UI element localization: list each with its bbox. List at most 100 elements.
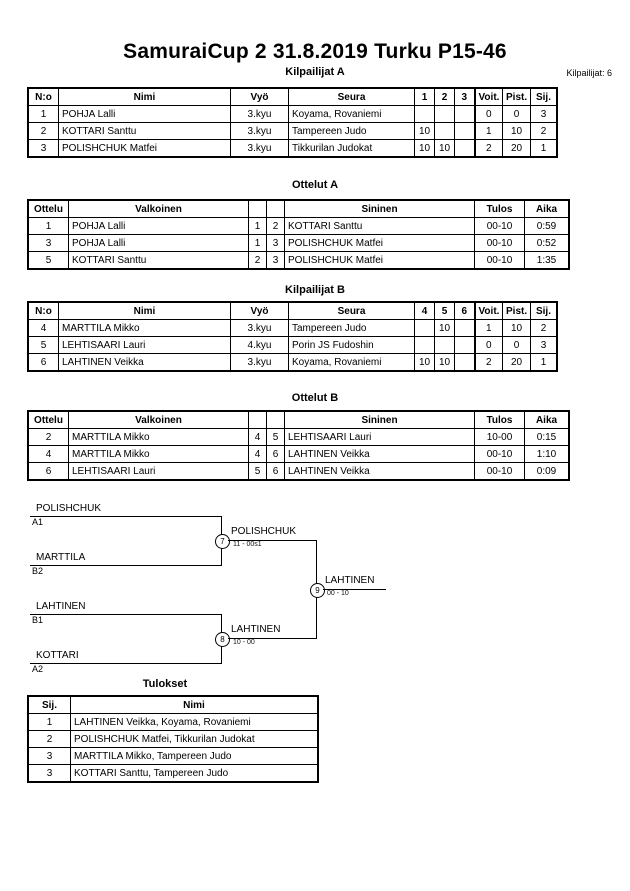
col-match-2: 2 bbox=[434, 88, 455, 106]
cell-belt: 4.kyu bbox=[230, 336, 289, 354]
cell-score bbox=[454, 122, 475, 140]
cell-score bbox=[414, 319, 435, 337]
cell-rank: 1 bbox=[28, 713, 71, 731]
bracket-entrant-name: LAHTINEN bbox=[36, 601, 86, 612]
cell-blue-name: LEHTISAARI Lauri bbox=[284, 428, 475, 446]
section-title-matches-a: Ottelut A bbox=[291, 179, 339, 191]
bracket-winner-name: LAHTINEN bbox=[231, 624, 281, 635]
cell-score bbox=[454, 319, 475, 337]
cell-no: 2 bbox=[28, 122, 59, 140]
bracket-match-node-8[interactable]: 8 bbox=[215, 632, 230, 647]
cell-name: KOTTARI Santtu bbox=[58, 122, 231, 140]
table-row: 1 POHJA Lalli 3.kyu Koyama, Rovaniemi 0 … bbox=[28, 105, 557, 123]
bracket-connector bbox=[30, 565, 222, 566]
elimination-bracket: POLISHCHUK A1 MARTTILA B2 7 POLISHCHUK 1… bbox=[0, 495, 630, 674]
page-title: SamuraiCup 2 31.8.2019 Turku P15-46 bbox=[123, 40, 507, 63]
cell-blue-name: POLISHCHUK Matfei bbox=[284, 234, 475, 252]
col-rank: Sij. bbox=[530, 88, 557, 106]
col-wins: Voit. bbox=[473, 302, 503, 320]
cell-blue-no: 5 bbox=[266, 428, 285, 446]
bracket-connector bbox=[30, 614, 222, 615]
cell-score bbox=[454, 105, 475, 123]
cell-name: LAHTINEN Veikka, Koyama, Rovaniemi bbox=[70, 713, 318, 731]
cell-belt: 3.kyu bbox=[230, 353, 289, 371]
bracket-connector bbox=[228, 540, 317, 541]
cell-white-no: 5 bbox=[248, 462, 267, 480]
cell-points: 0 bbox=[502, 336, 531, 354]
bracket-connector bbox=[228, 638, 317, 639]
cell-wins: 1 bbox=[473, 319, 503, 337]
section-title-matches-b: Ottelut B bbox=[291, 392, 339, 404]
col-rank: Sij. bbox=[530, 302, 557, 320]
col-match: Ottelu bbox=[28, 200, 69, 218]
cell-white-name: MARTTILA Mikko bbox=[68, 445, 249, 463]
cell-wins: 2 bbox=[473, 139, 503, 157]
cell-name: LAHTINEN Veikka bbox=[58, 353, 231, 371]
cell-rank: 2 bbox=[28, 730, 71, 748]
col-white-no bbox=[248, 200, 267, 218]
cell-no: 4 bbox=[28, 319, 59, 337]
cell-name: POHJA Lalli bbox=[58, 105, 231, 123]
results-table: Sij. Nimi 1 LAHTINEN Veikka, Koyama, Rov… bbox=[27, 695, 319, 783]
col-time: Aika bbox=[524, 200, 569, 218]
cell-club: Porin JS Fudoshin bbox=[288, 336, 415, 354]
cell-score bbox=[434, 122, 455, 140]
table-row: 2 MARTTILA Mikko 4 5 LEHTISAARI Lauri 10… bbox=[28, 428, 569, 446]
col-time: Aika bbox=[524, 411, 569, 429]
cell-name: POLISHCHUK Matfei bbox=[58, 139, 231, 157]
cell-points: 10 bbox=[502, 122, 531, 140]
col-blue-no bbox=[266, 411, 285, 429]
cell-time: 0:59 bbox=[524, 217, 569, 235]
cell-name: KOTTARI Santtu, Tampereen Judo bbox=[70, 764, 318, 782]
cell-score: 10 bbox=[414, 353, 435, 371]
table-row: 4 MARTTILA Mikko 4 6 LAHTINEN Veikka 00-… bbox=[28, 445, 569, 463]
section-title-results: Tulokset bbox=[142, 678, 188, 690]
cell-match-no: 1 bbox=[28, 217, 69, 235]
col-match-1: 1 bbox=[414, 88, 435, 106]
cell-blue-name: LAHTINEN Veikka bbox=[284, 462, 475, 480]
col-white: Valkoinen bbox=[68, 200, 249, 218]
table-row: 4 MARTTILA Mikko 3.kyu Tampereen Judo 10… bbox=[28, 319, 557, 337]
col-name: Nimi bbox=[70, 696, 318, 714]
cell-wins: 0 bbox=[473, 105, 503, 123]
col-white-no bbox=[248, 411, 267, 429]
table-row: 3 MARTTILA Mikko, Tampereen Judo bbox=[28, 747, 318, 765]
bracket-match-node-7[interactable]: 7 bbox=[215, 534, 230, 549]
col-club: Seura bbox=[288, 88, 415, 106]
cell-score: 10 bbox=[414, 122, 435, 140]
cell-rank: 3 bbox=[28, 747, 71, 765]
bracket-connector bbox=[323, 589, 386, 590]
table-header-row: N:o Nimi Vyö Seura 1 2 3 Voit. Pist. Sij… bbox=[28, 88, 557, 106]
matches-b-table: Ottelu Valkoinen Sininen Tulos Aika 2 MA… bbox=[27, 410, 570, 481]
cell-score: 10 bbox=[414, 139, 435, 157]
bracket-match-node-9[interactable]: 9 bbox=[310, 583, 325, 598]
cell-club: Tampereen Judo bbox=[288, 319, 415, 337]
cell-rank: 2 bbox=[530, 122, 557, 140]
cell-score bbox=[454, 353, 475, 371]
cell-no: 1 bbox=[28, 105, 59, 123]
bracket-connector bbox=[30, 516, 222, 517]
bracket-entrant-name: MARTTILA bbox=[36, 552, 86, 563]
cell-blue-name: POLISHCHUK Matfei bbox=[284, 251, 475, 269]
cell-match-no: 5 bbox=[28, 251, 69, 269]
col-rank: Sij. bbox=[28, 696, 71, 714]
pool-a-table: N:o Nimi Vyö Seura 1 2 3 Voit. Pist. Sij… bbox=[27, 87, 558, 158]
table-row: 1 POHJA Lalli 1 2 KOTTARI Santtu 00-10 0… bbox=[28, 217, 569, 235]
competitor-count-label: Kilpailijat: 6 bbox=[566, 68, 612, 78]
cell-match-no: 2 bbox=[28, 428, 69, 446]
cell-score: 10 bbox=[434, 353, 455, 371]
pool-b-table: N:o Nimi Vyö Seura 4 5 6 Voit. Pist. Sij… bbox=[27, 301, 558, 372]
cell-white-name: POHJA Lalli bbox=[68, 217, 249, 235]
col-match: Ottelu bbox=[28, 411, 69, 429]
cell-white-no: 4 bbox=[248, 445, 267, 463]
cell-time: 1:10 bbox=[524, 445, 569, 463]
cell-white-name: MARTTILA Mikko bbox=[68, 428, 249, 446]
table-header-row: Ottelu Valkoinen Sininen Tulos Aika bbox=[28, 200, 569, 218]
cell-result: 00-10 bbox=[474, 217, 525, 235]
cell-score: 10 bbox=[434, 319, 455, 337]
cell-rank: 3 bbox=[530, 336, 557, 354]
col-no: N:o bbox=[28, 88, 59, 106]
cell-white-no: 2 bbox=[248, 251, 267, 269]
cell-club: Koyama, Rovaniemi bbox=[288, 105, 415, 123]
cell-match-no: 6 bbox=[28, 462, 69, 480]
